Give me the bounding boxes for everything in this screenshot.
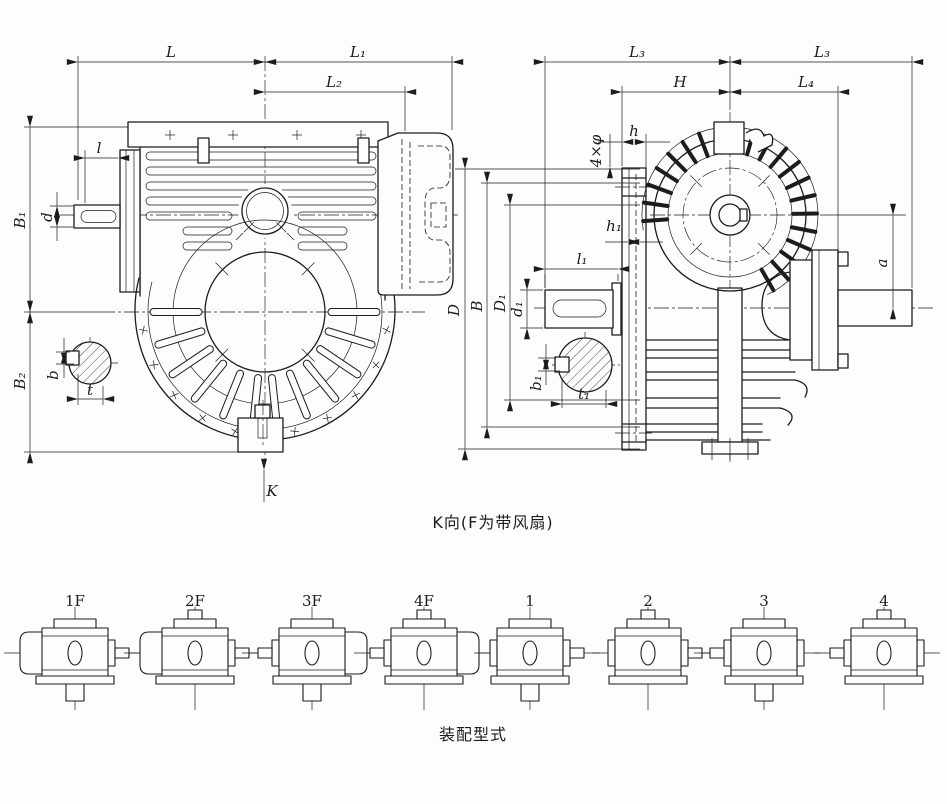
assembly-type-figure: 1 xyxy=(474,592,600,710)
assembly-type-label: 3F xyxy=(302,592,322,610)
dim-label-L2: L₂ xyxy=(325,73,342,91)
assembly-type-label: 2F xyxy=(185,592,205,610)
vertical-shaft-housing xyxy=(717,287,743,443)
bottom-foot xyxy=(237,417,284,453)
dim-label-L: L xyxy=(165,43,176,61)
lifting-lug xyxy=(713,121,745,155)
assembly-type-figure: 2F xyxy=(124,592,265,710)
dim-label-H: H xyxy=(672,73,687,91)
side-input-shaft xyxy=(544,282,622,336)
dim-label-b1: b₁ xyxy=(527,375,545,391)
dim-label-L3-left: L₃ xyxy=(628,43,645,61)
dim-label-h1: h₁ xyxy=(606,217,622,235)
dim-label-l: l xyxy=(97,139,102,157)
assembly-type-figure: 1F xyxy=(4,592,145,710)
assembly-type-label: 4F xyxy=(414,592,434,610)
assembly-type-label: 1 xyxy=(525,592,535,610)
wheel-end-view xyxy=(641,121,819,296)
dim-label-L4: L₄ xyxy=(797,73,814,91)
assembly-type-label: 1F xyxy=(65,592,85,610)
front-view: L L₁ L₂ l d B₁ B₂ b t xyxy=(11,43,464,502)
dim-label-t1: t₁ xyxy=(578,385,590,403)
dim-label-d1: d₁ xyxy=(508,301,526,317)
output-shaft-assembly xyxy=(761,249,913,371)
fan-cowl xyxy=(377,132,454,296)
assembly-type-figure: 4 xyxy=(814,592,940,710)
caption-assembly-types: 装配型式 xyxy=(439,725,507,744)
assembly-type-figure: 4F xyxy=(354,592,495,710)
input-shaft-section xyxy=(62,337,118,391)
dim-label-B1: B₁ xyxy=(11,211,29,229)
inspection-port xyxy=(241,187,289,235)
dim-label-D: D xyxy=(445,304,463,317)
dim-label-B: B xyxy=(468,300,486,312)
dim-label-a: a xyxy=(873,259,891,268)
input-flange xyxy=(119,149,141,293)
dim-label-t: t xyxy=(87,381,94,399)
worm-shaft-section xyxy=(554,337,613,393)
assembly-type-figure: 3 xyxy=(694,592,820,710)
side-view-dimensions: L₃ L₃ H L₄ h 4×φ h₁ l₁ d₁ xyxy=(445,43,924,461)
front-view-dimensions: L L₁ L₂ l d B₁ B₂ b t xyxy=(11,43,464,502)
wheel-housing xyxy=(134,219,396,453)
dim-label-L1: L₁ xyxy=(349,43,366,61)
dim-label-D1: D₁ xyxy=(491,294,509,313)
housing-top-strip xyxy=(127,121,389,148)
assembly-type-figure: 3F xyxy=(242,592,383,710)
dim-label-d: d xyxy=(38,212,56,222)
assembly-type-label: 4 xyxy=(879,592,889,610)
assembly-type-figure: 2 xyxy=(592,592,718,710)
dim-label-B2: B₂ xyxy=(11,372,29,390)
cooling-fins xyxy=(145,151,377,251)
dim-label-l1: l₁ xyxy=(577,250,588,268)
dim-label-h: h xyxy=(629,122,639,140)
assembly-type-label: 3 xyxy=(759,592,769,610)
dim-label-L3-right: L₃ xyxy=(813,43,830,61)
assembly-type-label: 2 xyxy=(643,592,653,610)
caption-view-k: K向(F为带风扇) xyxy=(432,513,553,532)
dim-label-b: b xyxy=(44,370,62,380)
dim-label-bolt-holes: 4×φ xyxy=(587,134,605,168)
side-view: L₃ L₃ H L₄ h 4×φ h₁ l₁ d₁ xyxy=(445,43,934,462)
assembly-figures: 1F 2F 3F 4F 1 2 3 4 xyxy=(4,592,940,710)
dim-label-K: K xyxy=(265,482,278,500)
